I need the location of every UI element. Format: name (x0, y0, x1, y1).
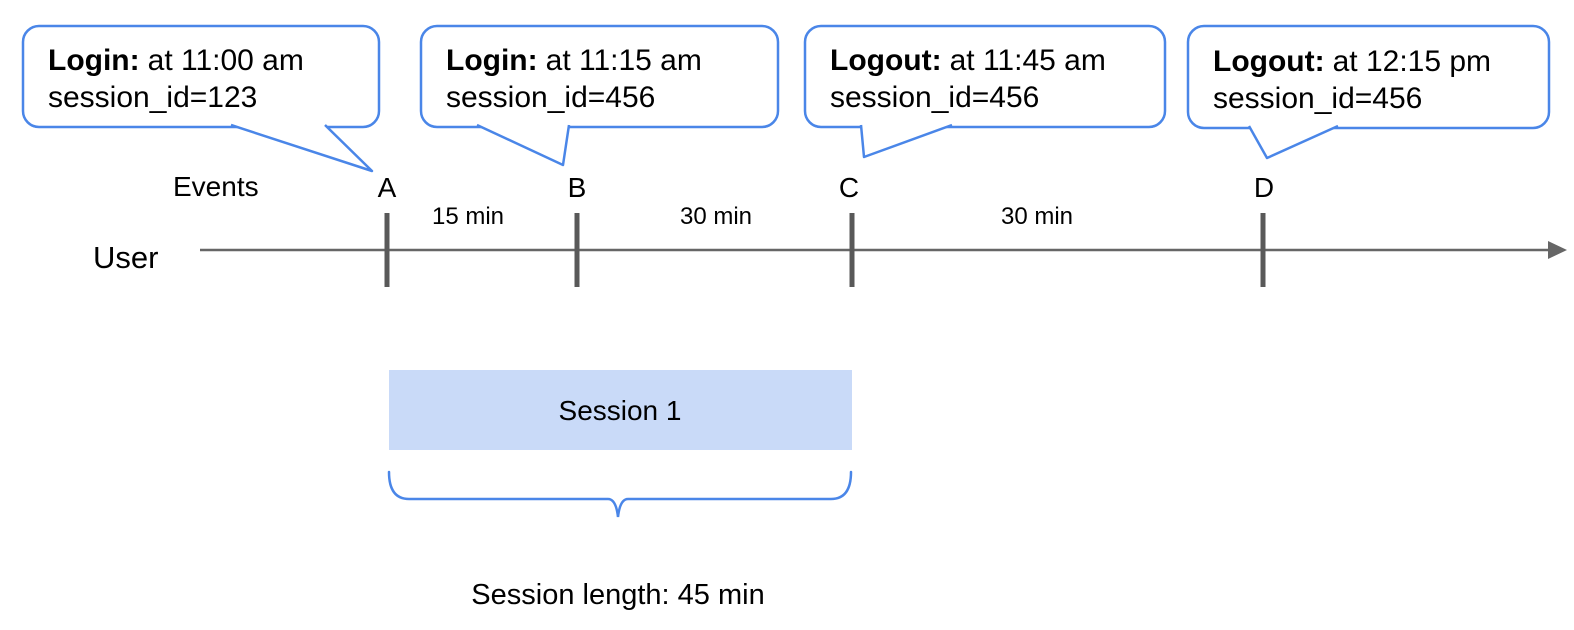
tick-label-b: B (568, 172, 587, 203)
event-time-text: at 11:00 am (148, 44, 304, 77)
tick-label-a: A (378, 172, 397, 203)
timeline-axis (200, 213, 1567, 287)
session-box (389, 370, 852, 450)
interval-b-c: 30 min (680, 203, 752, 230)
event-headline: Logout:at 11:45 am (830, 44, 1106, 77)
callout-tail (230, 123, 374, 173)
event-headline: Login:at 11:15 am (446, 44, 702, 77)
session-span: Session 1 (389, 370, 852, 450)
user-row-label: User (93, 240, 158, 275)
event-headline: Login:at 11:00 am (48, 44, 304, 77)
tick-label-d: D (1254, 172, 1274, 203)
event-time-text: at 11:45 am (950, 44, 1106, 77)
tick-label-c: C (839, 172, 859, 203)
session-box-label: Session 1 (559, 395, 682, 426)
event-time-text: at 11:15 am (546, 44, 702, 77)
event-session-id: session_id=456 (1213, 82, 1422, 115)
arrowhead-icon (1548, 241, 1567, 259)
event-action-label: Login: (48, 44, 140, 77)
session-length-caption: Session length: 45 min (471, 579, 764, 611)
interval-c-d: 30 min (1001, 203, 1073, 230)
callout-tail (1247, 124, 1339, 160)
event-headline: Logout:at 12:15 pm (1213, 45, 1491, 78)
events-row-label: Events (173, 171, 259, 202)
callout-bubble (803, 24, 1167, 129)
interval-a-b: 15 min (432, 203, 504, 230)
callout-bubble (419, 24, 780, 129)
event-action-label: Login: (446, 44, 538, 77)
callout-bubble (1186, 24, 1551, 130)
event-session-id: session_id=456 (830, 81, 1039, 114)
event-session-id: session_id=456 (446, 81, 655, 114)
callout-event-c: Logout:at 11:45 am session_id=456 (803, 24, 1167, 159)
callout-event-b: Login:at 11:15 am session_id=456 (419, 24, 780, 167)
callout-event-a: Login:at 11:00 am session_id=123 (21, 24, 381, 173)
event-session-id: session_id=123 (48, 81, 257, 114)
event-action-label: Logout: (830, 44, 942, 77)
event-action-label: Logout: (1213, 45, 1325, 78)
callout-tail (476, 123, 571, 167)
session-length-brace (387, 470, 853, 518)
callout-event-d: Logout:at 12:15 pm session_id=456 (1186, 24, 1551, 160)
event-time-text: at 12:15 pm (1333, 45, 1491, 78)
callout-tail (859, 123, 953, 159)
callout-bubble (21, 24, 381, 129)
